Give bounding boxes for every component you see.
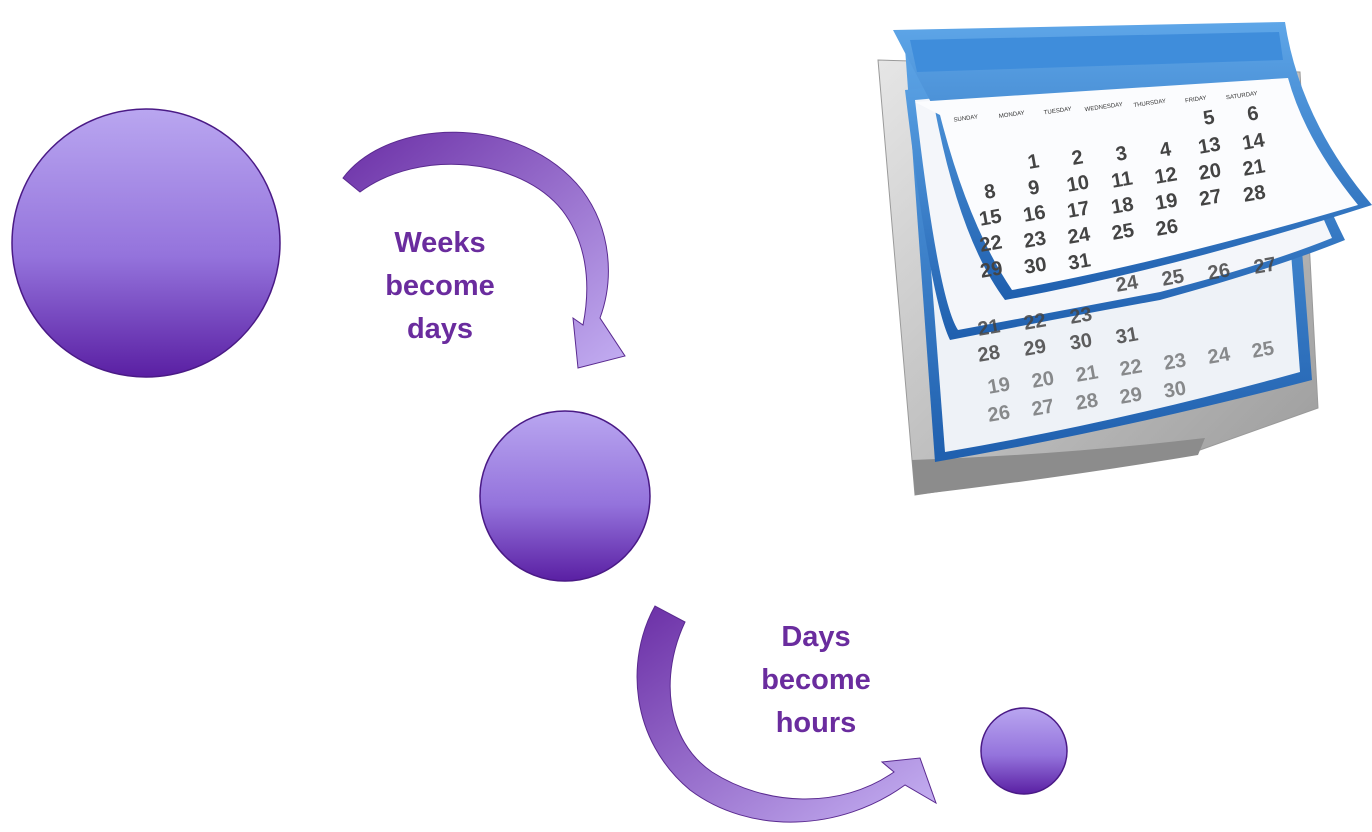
calendar-day-number: 16 [1022, 201, 1048, 227]
calendar-day-number: 23 [1162, 349, 1188, 375]
calendar-day-number: 21 [1241, 155, 1267, 181]
calendar-day-number: 25 [1160, 265, 1186, 291]
calendar-day-number: 30 [1023, 253, 1049, 279]
label-line: hours [775, 707, 857, 739]
label-line: become [385, 270, 495, 302]
calendar-day-number: 15 [978, 205, 1004, 231]
calendar-day-number: 3 [1114, 142, 1129, 166]
calendar-day-number: 30 [1162, 377, 1188, 403]
calendar-day-number: 19 [1154, 189, 1180, 215]
days-become-hours-label: Days become hours [716, 616, 916, 745]
calendar-day-number: 9 [1027, 176, 1042, 200]
calendar-day-number: 21 [976, 315, 1002, 341]
calendar-day-number: 11 [1110, 167, 1135, 192]
calendar-day-number: 23 [1068, 303, 1094, 329]
calendar-day-number: 22 [1022, 309, 1048, 335]
calendar-day-number: 29 [1022, 335, 1048, 361]
calendar-day-number: 8 [983, 180, 998, 204]
calendar-day-number: 25 [1250, 337, 1276, 363]
calendar-day-number: 23 [1022, 227, 1048, 253]
calendar-weekday-label: SATURDAY [1226, 91, 1258, 101]
calendar-day-number: 29 [979, 257, 1005, 283]
calendar-day-number: 27 [1030, 395, 1056, 421]
calendar-day-number: 26 [1154, 215, 1180, 241]
calendar-day-number: 29 [1118, 383, 1144, 409]
calendar-weekday-label: THURSDAY [1133, 99, 1166, 109]
calendar-weekday-label: TUESDAY [1044, 106, 1072, 116]
large-circle [11, 108, 281, 378]
calendar-day-number: 1 [1026, 150, 1041, 174]
calendar-weekday-label: MONDAY [999, 110, 1025, 120]
calendar-day-number: 21 [1074, 361, 1100, 387]
calendar-day-number: 13 [1197, 133, 1223, 159]
calendar-day-number: 31 [1114, 323, 1140, 349]
calendar-day-number: 24 [1206, 343, 1233, 369]
calendar-weekday-label: SUNDAY [953, 114, 978, 123]
calendar-day-number: 27 [1198, 185, 1224, 211]
calendar-day-number: 4 [1158, 138, 1174, 162]
calendar-weekday-label: FRIDAY [1185, 96, 1207, 105]
calendar-weekday-label: WEDNESDAY [1085, 102, 1124, 113]
calendar-day-number: 18 [1110, 193, 1136, 219]
calendar-day-number: 26 [986, 401, 1012, 427]
calendar-day-number: 28 [1074, 389, 1100, 415]
label-line: Days [781, 621, 851, 653]
calendar-day-number: 27 [1252, 253, 1278, 279]
calendar-day-number: 22 [978, 231, 1004, 257]
curved-arrow-icon [342, 131, 626, 369]
calendar-day-number: 22 [1118, 355, 1144, 381]
calendar-day-number: 14 [1241, 129, 1268, 155]
calendar-day-number: 17 [1066, 197, 1092, 223]
calendar-day-number: 6 [1246, 102, 1261, 126]
calendar-day-number: 31 [1067, 249, 1093, 275]
label-line: become [761, 664, 871, 696]
calendar-day-number: 2 [1070, 146, 1085, 170]
calendar-day-number: 20 [1030, 367, 1056, 393]
label-line: days [406, 313, 474, 345]
calendar-day-number: 26 [1206, 259, 1232, 285]
medium-circle [479, 410, 651, 582]
calendar-day-number: 28 [1242, 181, 1268, 207]
calendar-day-number: 12 [1153, 163, 1179, 189]
calendar-day-number: 20 [1197, 159, 1223, 185]
curved-arrow-icon [636, 605, 937, 823]
label-line: Weeks [394, 227, 486, 259]
calendar-day-number: 28 [976, 341, 1002, 367]
weeks-become-days-label: Weeks become days [340, 222, 540, 351]
calendar-day-number: 5 [1202, 106, 1217, 130]
calendar-day-number: 24 [1066, 223, 1093, 249]
calendar-day-number: 30 [1068, 329, 1094, 355]
calendar-day-number: 10 [1065, 171, 1091, 197]
small-circle [980, 707, 1068, 795]
calendar-day-number: 19 [986, 373, 1012, 399]
calendar-day-number: 25 [1110, 219, 1136, 245]
